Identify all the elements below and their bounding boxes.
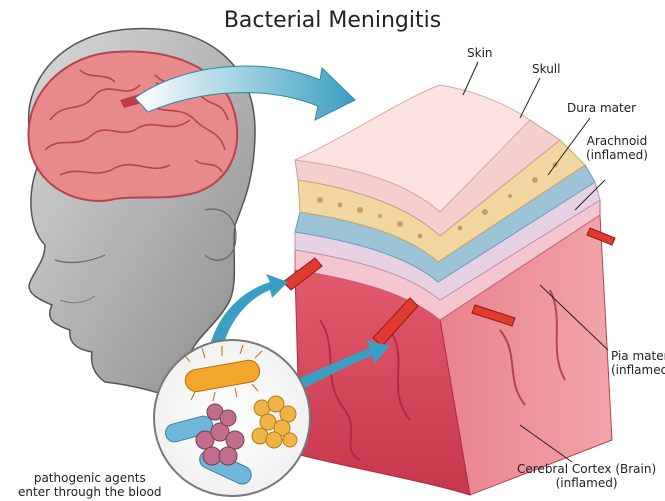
label-pathogenic-agents: pathogenic agents enter through the bloo…	[18, 471, 162, 499]
label-arachnoid-line1: Arachnoid	[586, 134, 648, 148]
label-arachnoid: Arachnoid (inflamed)	[586, 134, 648, 162]
label-pia-line2: (inflamed)	[611, 363, 665, 377]
label-pia-line1: Pia mater	[611, 349, 665, 363]
label-pathogens-line2: enter through the blood	[18, 485, 162, 499]
pathogen-inset	[153, 339, 311, 497]
label-cortex-line1: Cerebral Cortex (Brain)	[517, 462, 657, 476]
leader-lines	[462, 61, 609, 463]
bacteria	[165, 344, 298, 485]
diagram-title: Bacterial Meningitis	[223, 8, 442, 33]
label-dura-mater: Dura mater	[567, 101, 637, 115]
label-cortex-line2: (inflamed)	[555, 476, 618, 490]
label-skull: Skull	[532, 62, 561, 76]
label-skin: Skin	[467, 46, 493, 60]
tissue-block	[282, 84, 616, 496]
label-pathogens-line1: pathogenic agents	[33, 471, 146, 485]
blood-vessels	[282, 227, 616, 347]
label-pia-mater: Pia mater (inflamed)	[611, 349, 665, 377]
label-cerebral-cortex: Cerebral Cortex (Brain) (inflamed)	[517, 462, 656, 490]
zoom-arrow	[134, 65, 356, 121]
label-arachnoid-line2: (inflamed)	[586, 148, 648, 162]
